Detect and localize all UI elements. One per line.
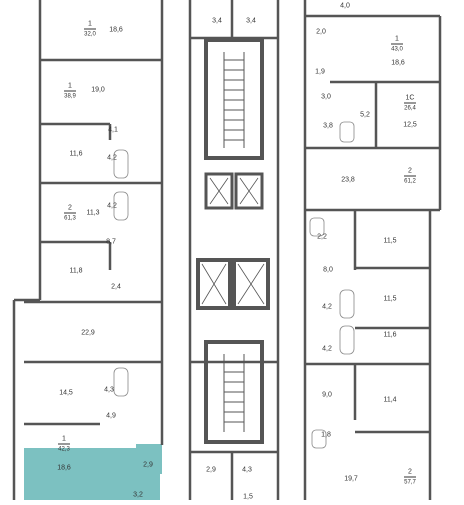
room-area: 4,0 [340, 2, 350, 10]
room-area: 4,2 [322, 345, 332, 353]
room-area: 8,0 [323, 266, 333, 274]
room-area: 4,9 [106, 412, 116, 420]
room-area: 2,9 [206, 466, 216, 474]
room-area: 2,0 [316, 28, 326, 36]
room-area: 9,0 [322, 391, 332, 399]
room-area: 4,3 [104, 386, 114, 394]
room-area: 19,7 [344, 475, 358, 483]
fixtures [113, 121, 355, 449]
right-wing-outer-wall [428, 16, 442, 500]
room-area: 5,2 [360, 111, 370, 119]
room-area: 4,3 [242, 466, 252, 474]
room-area: 11,4 [383, 396, 397, 404]
room-area: 23,8 [341, 176, 355, 184]
room-area: 8,7 [106, 238, 116, 246]
room-area: 1,5 [243, 493, 253, 501]
left-wing-partitions [24, 58, 162, 426]
room-area: 18,6 [391, 59, 405, 67]
core-walls [188, 0, 280, 500]
room-area: 4,2 [107, 202, 117, 210]
elevators [196, 172, 270, 310]
room-area: 12,5 [403, 121, 417, 129]
room-area: 1,8 [321, 431, 331, 439]
right-wing-partitions [305, 14, 440, 434]
stair-lower [204, 340, 264, 444]
highlighted-unit-lobby [136, 444, 162, 474]
left-wing-outer-wall [12, 0, 42, 500]
room-area: 18,6 [57, 464, 71, 472]
room-area: 4,1 [108, 126, 118, 134]
room-area: 3,2 [133, 491, 143, 499]
room-area: 11,3 [86, 209, 100, 217]
room-area: 14,5 [59, 389, 73, 397]
room-area: 3,4 [246, 17, 256, 25]
room-area: 2,9 [143, 461, 153, 469]
room-area: 3,4 [212, 17, 222, 25]
room-area: 2,4 [111, 283, 121, 291]
room-area: 11,5 [383, 237, 397, 245]
room-area: 22,9 [81, 329, 95, 337]
room-area: 1,9 [315, 68, 325, 76]
room-area: 19,0 [91, 86, 105, 94]
room-area: 4,2 [107, 154, 117, 162]
room-area: 18,6 [109, 26, 123, 34]
room-area: 3,8 [323, 122, 333, 130]
room-area: 11,6 [383, 331, 397, 339]
room-area: 2,2 [317, 233, 327, 241]
room-area: 11,8 [69, 267, 83, 275]
room-area: 11,6 [69, 150, 83, 158]
room-area: 3,0 [321, 93, 331, 101]
room-area: 11,5 [383, 295, 397, 303]
stair-upper [204, 38, 264, 160]
room-area: 4,2 [322, 303, 332, 311]
